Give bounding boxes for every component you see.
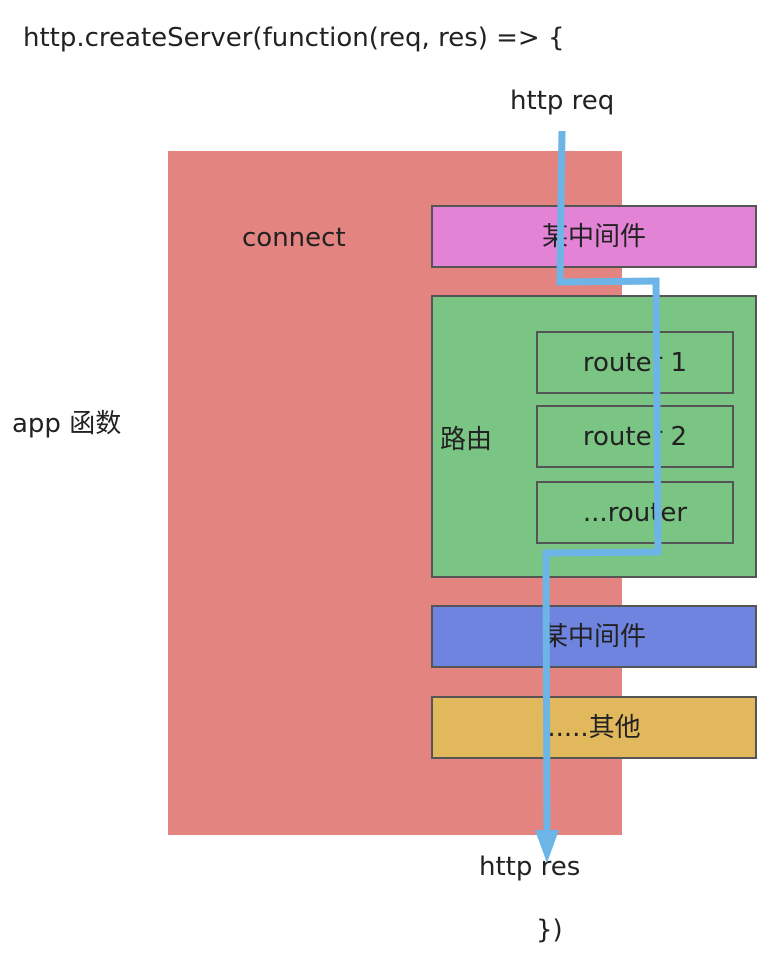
- others-label: .....其他: [547, 713, 641, 743]
- http-req-label: http req: [510, 86, 615, 116]
- header-code: http.createServer(function(req, res) => …: [23, 23, 565, 53]
- router-item-label: router 2: [582, 422, 688, 452]
- router-item-1: router 1: [536, 331, 734, 394]
- middleware-bottom-box: 某中间件: [431, 605, 757, 668]
- http-res-label: http res: [479, 852, 581, 882]
- middleware-top-box: 某中间件: [431, 205, 757, 268]
- router-item-2: router 2: [536, 405, 734, 468]
- others-box: .....其他: [431, 696, 757, 759]
- middleware-bottom-label: 某中间件: [541, 622, 646, 652]
- middleware-top-label: 某中间件: [541, 222, 646, 252]
- connect-label: connect: [242, 223, 346, 253]
- router-group-label: 路由: [440, 425, 493, 455]
- router-group-box: 路由 router 1 router 2 ...router: [431, 295, 757, 578]
- router-item-more: ...router: [536, 481, 734, 544]
- router-item-label: router 1: [582, 348, 688, 378]
- app-function-label: app 函数: [12, 409, 122, 439]
- footer-code: }): [536, 915, 563, 945]
- router-item-label: ...router: [582, 498, 688, 528]
